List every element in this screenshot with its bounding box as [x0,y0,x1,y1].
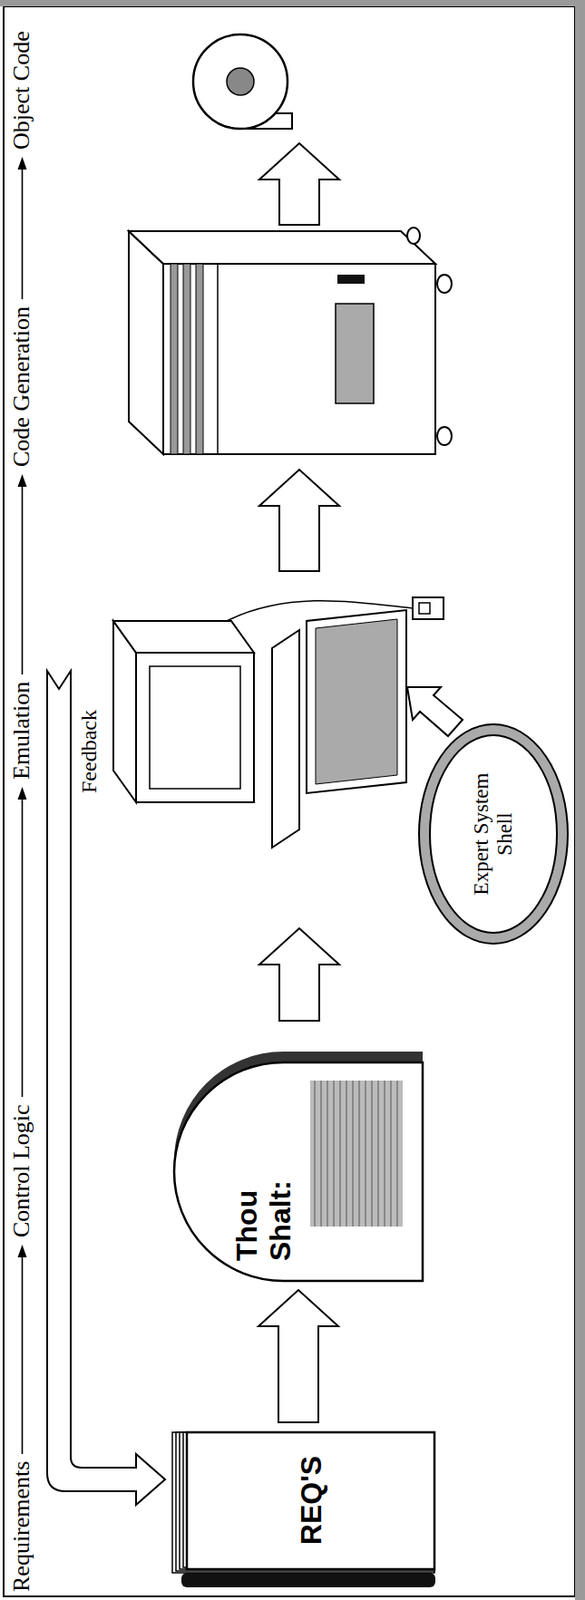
mainframe-icon [128,227,452,455]
monitor-front [136,653,254,803]
flow-arrow [21,798,24,1098]
keyboard-base [272,630,300,849]
keyboard-keys [315,619,398,785]
book-page [179,1433,435,1570]
flow-arrow [21,167,24,300]
workstation-icon [113,597,444,849]
keyboard [306,610,407,794]
block-arrow [259,143,340,225]
cabinet-display [335,303,374,404]
book-cover [186,1433,435,1570]
tablet-line [383,1081,386,1228]
tablet-line [396,1081,399,1228]
caster [437,427,452,446]
tablet-line [370,1081,373,1228]
tablet-line [332,1081,335,1228]
block-arrow [407,687,463,737]
drive-slab [183,263,191,455]
arrow-head [18,1245,28,1258]
node-text: REQ'S [294,1456,329,1546]
block-arrow [259,928,340,1022]
cabinet-top [128,231,164,455]
cabinet-slot [337,274,365,284]
tablet-outline [174,1050,423,1282]
book-page [175,1433,435,1572]
mouse [412,597,444,620]
stage-label: Object Code [7,30,36,150]
caster [407,227,420,244]
tablet-line [345,1081,348,1228]
node-text: Thou Shalt: [230,1152,298,1262]
book-spine [181,1573,436,1589]
book-page [172,1433,435,1574]
stage-label: Requirements [7,1462,36,1593]
arrow-head [18,156,28,170]
panel-divider [216,263,219,455]
tablet-line [390,1081,392,1228]
tablet-line [377,1081,380,1228]
feedback-label: Feedback [76,710,103,794]
tablet-line [326,1081,329,1228]
tablet-line [320,1081,322,1228]
tablet-line [339,1081,342,1228]
drive-slab [170,263,178,455]
tablet-line [364,1081,367,1228]
tablet-line [358,1081,361,1228]
tablet-line [313,1081,316,1228]
expert-shell-ellipse: Expert System Shell [417,722,570,946]
reel-hub [226,68,254,96]
frame-shadow [0,0,585,7]
stage-label: Control Logic [7,1104,36,1239]
cabinet-side [128,231,436,264]
monitor-screen [149,666,241,790]
reel [193,34,288,129]
caster [437,274,452,293]
stage-label: Emulation [7,682,36,780]
tablet-text-block [310,1081,403,1228]
mouse-cable [226,601,413,622]
flow-arrow [21,485,24,675]
tablet-line [351,1081,354,1228]
commandment-tablet: Thou Shalt: [174,1050,423,1282]
arrow-head [18,474,28,488]
node-text: Expert System Shell [469,766,518,903]
tape-reel-icon [193,34,293,129]
ellipse-inner [429,735,557,934]
mouse-button [419,603,430,615]
block-arrow [259,469,340,572]
stage-label: Code Generation [7,306,36,468]
arrow-head [18,787,28,800]
requirements-book: REQ'S [172,1432,436,1589]
monitor-side [113,621,254,654]
frame-shadow [575,0,585,1600]
flow-arrow [21,1256,24,1455]
drive-slab [195,263,204,455]
frame [3,6,576,1598]
block-arrow [258,1290,339,1424]
cabinet-front [163,263,436,455]
tablet-face [174,1062,423,1282]
ellipse-ring [419,724,568,945]
